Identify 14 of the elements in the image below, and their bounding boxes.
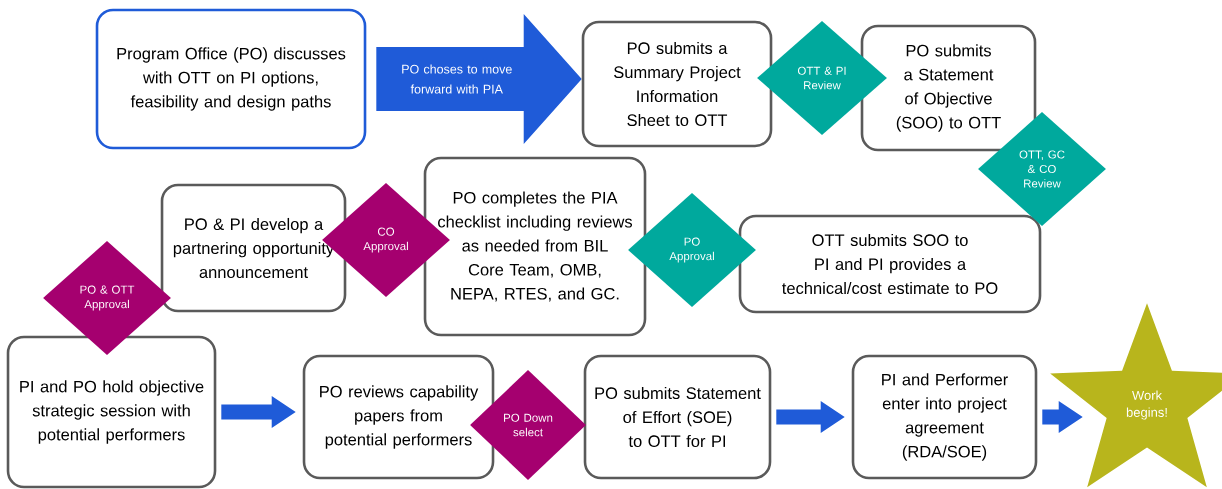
block-arrow xyxy=(776,401,845,433)
edge-label: PO choses to move forward with PIA xyxy=(402,64,512,94)
process-box: OTT submits SOO to PI and PI provides a technical/cost estimate to PO xyxy=(738,214,1042,314)
process-box: PO submits a Summary Project Information Sheet to OTT xyxy=(581,20,773,148)
process-box: PO submits Statement of Effort (SOE) to OTT for PI xyxy=(583,354,772,480)
block-arrow xyxy=(376,14,582,144)
process-box: PO completes the PIA checklist including reviews as needed from BIL Core Team, OMB, NEPA, RTES, and GC. xyxy=(423,156,647,337)
process-box: PI and PO hold objective strategic session with potential performers xyxy=(6,335,217,489)
block-arrow xyxy=(221,396,296,428)
process-box: PO & PI develop a partnering opportunity announcement xyxy=(160,183,347,313)
block-arrow xyxy=(1042,401,1083,433)
process-box: PO reviews capability papers from potential performers xyxy=(302,354,495,480)
process-box: Program Office (PO) discusses with OTT on PI options, feasibility and design paths xyxy=(95,8,367,150)
process-box: PI and Performer enter into project agreement (RDA/SOE) xyxy=(851,354,1038,480)
